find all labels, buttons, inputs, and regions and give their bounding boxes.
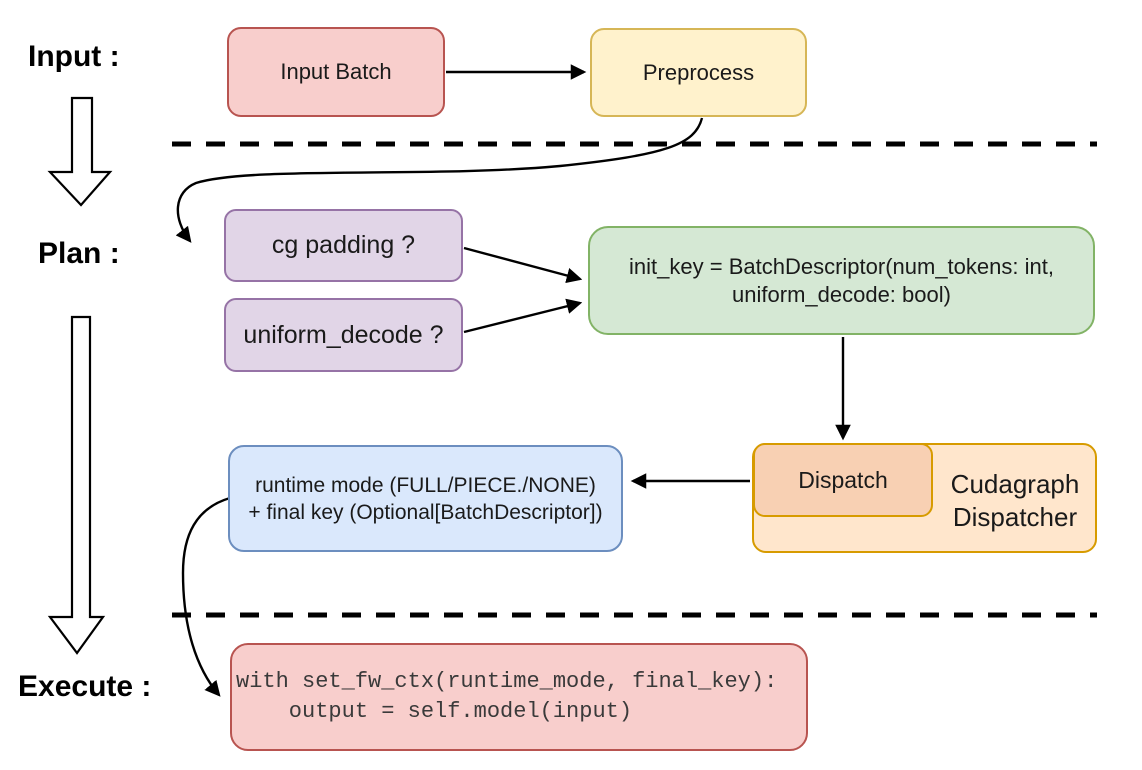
preprocess-label: Preprocess — [642, 59, 755, 85]
cg-padding-node: cg padding ? — [224, 209, 463, 282]
input-batch-label: Input Batch — [280, 59, 392, 84]
plan-phase-label: Plan : — [38, 237, 120, 270]
uniform-decode-label: uniform_decode ? — [243, 320, 444, 349]
plan-phase-down-arrow-icon — [47, 315, 106, 655]
cudagraph-dispatcher-label: Cudagraph Dispatcher — [950, 469, 1080, 532]
runtime-result-line1: runtime mode (FULL/PIECE./NONE) — [255, 473, 596, 497]
cg-padding-label: cg padding ? — [271, 231, 416, 259]
arrow-preprocess-to-cg-padding — [175, 117, 704, 243]
runtime-result-line2: + final key (Optional[BatchDescriptor]) — [248, 500, 603, 524]
input-phase-down-arrow-icon — [47, 96, 113, 207]
dispatch-label: Dispatch — [798, 466, 888, 493]
init-key-node: init_key = BatchDescriptor(num_tokens: i… — [588, 226, 1095, 335]
arrow-cg-padding-to-init-key — [463, 246, 583, 284]
execute-code-block: with set_fw_ctx(runtime_mode, final_key)… — [232, 667, 806, 727]
input-phase-label: Input : — [28, 40, 120, 73]
execute-code-line1: with set_fw_ctx(runtime_mode, final_key)… — [236, 669, 778, 694]
arrow-runtime-result-to-execute-code — [181, 496, 231, 697]
dispatch-node: Dispatch — [753, 443, 933, 517]
execute-code-node: with set_fw_ctx(runtime_mode, final_key)… — [230, 643, 808, 751]
execute-phase-label: Execute : — [18, 670, 152, 703]
input-batch-node: Input Batch — [227, 27, 445, 117]
init-key-line2: uniform_decode: bool) — [732, 281, 951, 307]
preprocess-node: Preprocess — [590, 28, 807, 117]
execute-code-line2: output = self.model(input) — [236, 699, 633, 724]
init-key-line1: init_key = BatchDescriptor(num_tokens: i… — [629, 253, 1054, 279]
arrow-uniform-decode-to-init-key — [463, 298, 583, 334]
runtime-result-node: runtime mode (FULL/PIECE./NONE) + final … — [228, 445, 623, 552]
uniform-decode-node: uniform_decode ? — [224, 298, 463, 372]
